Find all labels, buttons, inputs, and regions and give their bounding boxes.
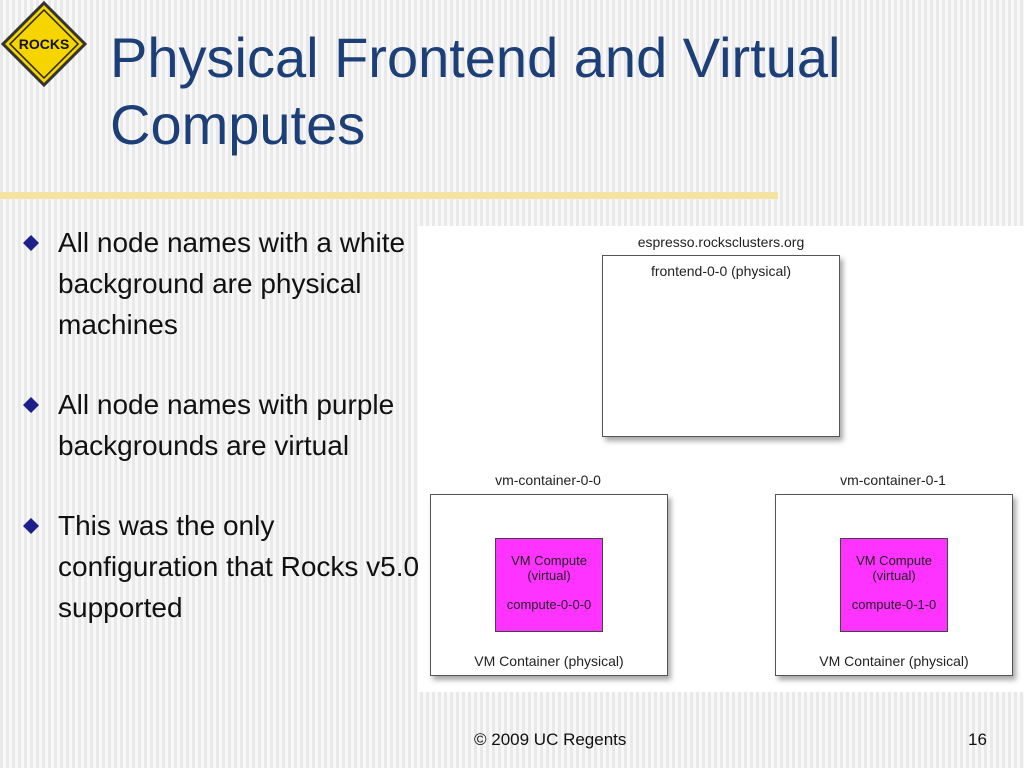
container-label-1: VM Container (physical)	[819, 653, 969, 669]
vm-title: VM Compute	[856, 553, 932, 568]
frontend-box: frontend-0-0 (physical)	[602, 255, 840, 437]
logo-text: ROCKS	[19, 36, 70, 52]
title-underline	[0, 192, 778, 199]
diamond-bullet-icon	[23, 518, 39, 534]
vm-compute-box-1: VM Compute (virtual) compute-0-1-0	[840, 538, 948, 632]
container-name-1: vm-container-0-1	[840, 472, 946, 488]
bullet-item: This was the only configuration that Roc…	[20, 505, 430, 628]
bullet-text: This was the only configuration that Roc…	[58, 510, 420, 623]
bullet-item: All node names with a white background a…	[20, 222, 430, 345]
cluster-diagram: espresso.rocksclusters.org frontend-0-0 …	[418, 226, 1024, 692]
vm-title: VM Compute	[511, 553, 587, 568]
frontend-host-label: espresso.rocksclusters.org	[637, 234, 805, 250]
vm-container-box-1: VM Compute (virtual) compute-0-1-0 VM Co…	[775, 494, 1013, 676]
bullet-text: All node names with purple backgrounds a…	[58, 389, 395, 461]
diamond-bullet-icon	[23, 235, 39, 251]
vm-type: (virtual)	[527, 568, 571, 583]
bullet-item: All node names with purple backgrounds a…	[20, 384, 430, 466]
bullet-text: All node names with a white background a…	[58, 227, 406, 340]
vm-compute-box-0: VM Compute (virtual) compute-0-0-0	[495, 538, 603, 632]
rocks-logo: ROCKS	[0, 0, 88, 88]
copyright-footer: © 2009 UC Regents	[474, 730, 627, 749]
vm-name: compute-0-1-0	[851, 597, 937, 612]
bullet-list: All node names with a white background a…	[20, 222, 430, 667]
vm-name: compute-0-0-0	[506, 597, 592, 612]
diamond-bullet-icon	[23, 397, 39, 413]
vm-type: (virtual)	[872, 568, 916, 583]
slide-title: Physical Frontend and Virtual Computes	[110, 26, 841, 156]
container-name-0: vm-container-0-0	[495, 472, 601, 488]
frontend-label: frontend-0-0 (physical)	[650, 263, 792, 279]
page-number: 16	[968, 730, 987, 749]
container-label-0: VM Container (physical)	[474, 653, 624, 669]
vm-container-box-0: VM Compute (virtual) compute-0-0-0 VM Co…	[430, 494, 668, 676]
